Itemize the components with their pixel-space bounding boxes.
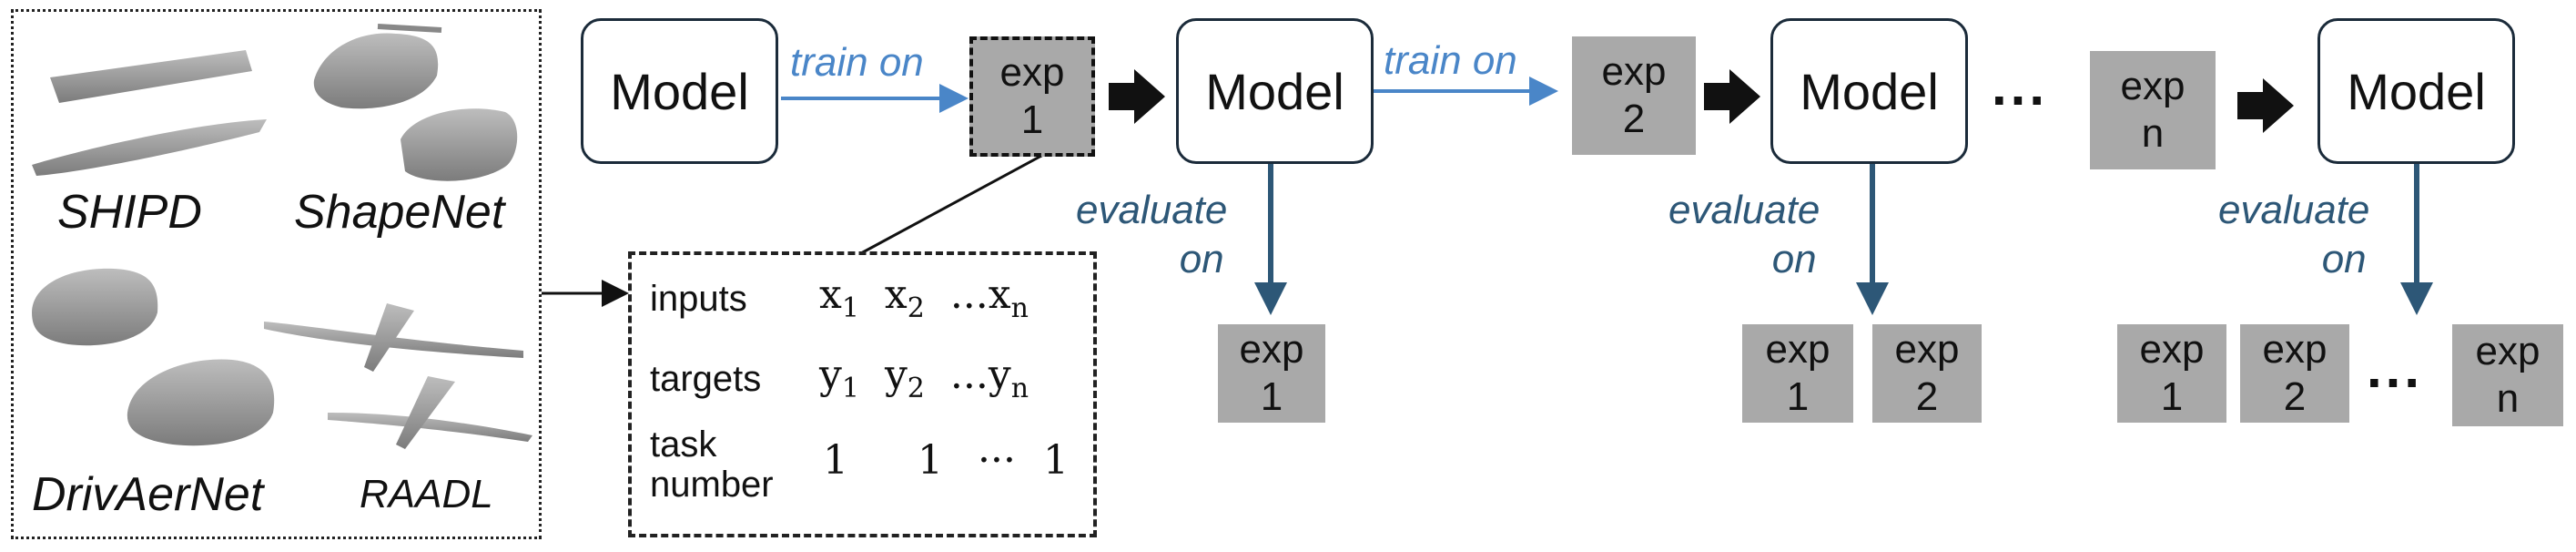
- pipeline-ellipsis: ...: [1992, 56, 2049, 117]
- dataset-label-shipd: SHIPD: [57, 186, 202, 239]
- dataset-label-raadl: RAADL: [360, 472, 493, 516]
- block-arrow-2: [1704, 69, 1760, 124]
- dataset-label-shapenet: ShapeNet: [294, 186, 505, 239]
- sedan-car-icon: [32, 268, 275, 446]
- dataset-illustrations: [32, 24, 532, 449]
- train-label-1: train on: [790, 40, 924, 85]
- inputs-values: x1 x2 ...xn: [819, 271, 1029, 324]
- aircraft-icon: [264, 303, 532, 449]
- targets-label: targets: [650, 359, 762, 399]
- block-arrow-1: [1109, 69, 1165, 124]
- model-box-2: Model: [1176, 18, 1374, 164]
- task-number-values: 1 1 ··· 1: [823, 437, 1069, 484]
- model-box-3: Model: [1770, 18, 1968, 164]
- train-label-2: train on: [1384, 38, 1517, 83]
- dataset-label-drivaernet: DrivAerNet: [32, 468, 264, 521]
- sports-car-icon: [313, 24, 518, 181]
- task-number-label: task number: [650, 424, 774, 505]
- task-detail-box: inputs targets task number x1 x2 ...xn y…: [628, 251, 1097, 537]
- model-box-1: Model: [581, 18, 778, 164]
- dataset-panel: SHIPD ShapeNet DrivAerNet RAADL: [11, 9, 542, 539]
- ship-shape-icon: [32, 50, 267, 176]
- block-arrow-3: [2237, 78, 2294, 133]
- model-box-4: Model: [2317, 18, 2515, 164]
- inputs-label: inputs: [650, 279, 747, 319]
- targets-values: y1 y2 ...yn: [819, 352, 1029, 404]
- eval-ellipsis: ...: [2367, 338, 2424, 399]
- exp-detail-connector: [860, 153, 1044, 255]
